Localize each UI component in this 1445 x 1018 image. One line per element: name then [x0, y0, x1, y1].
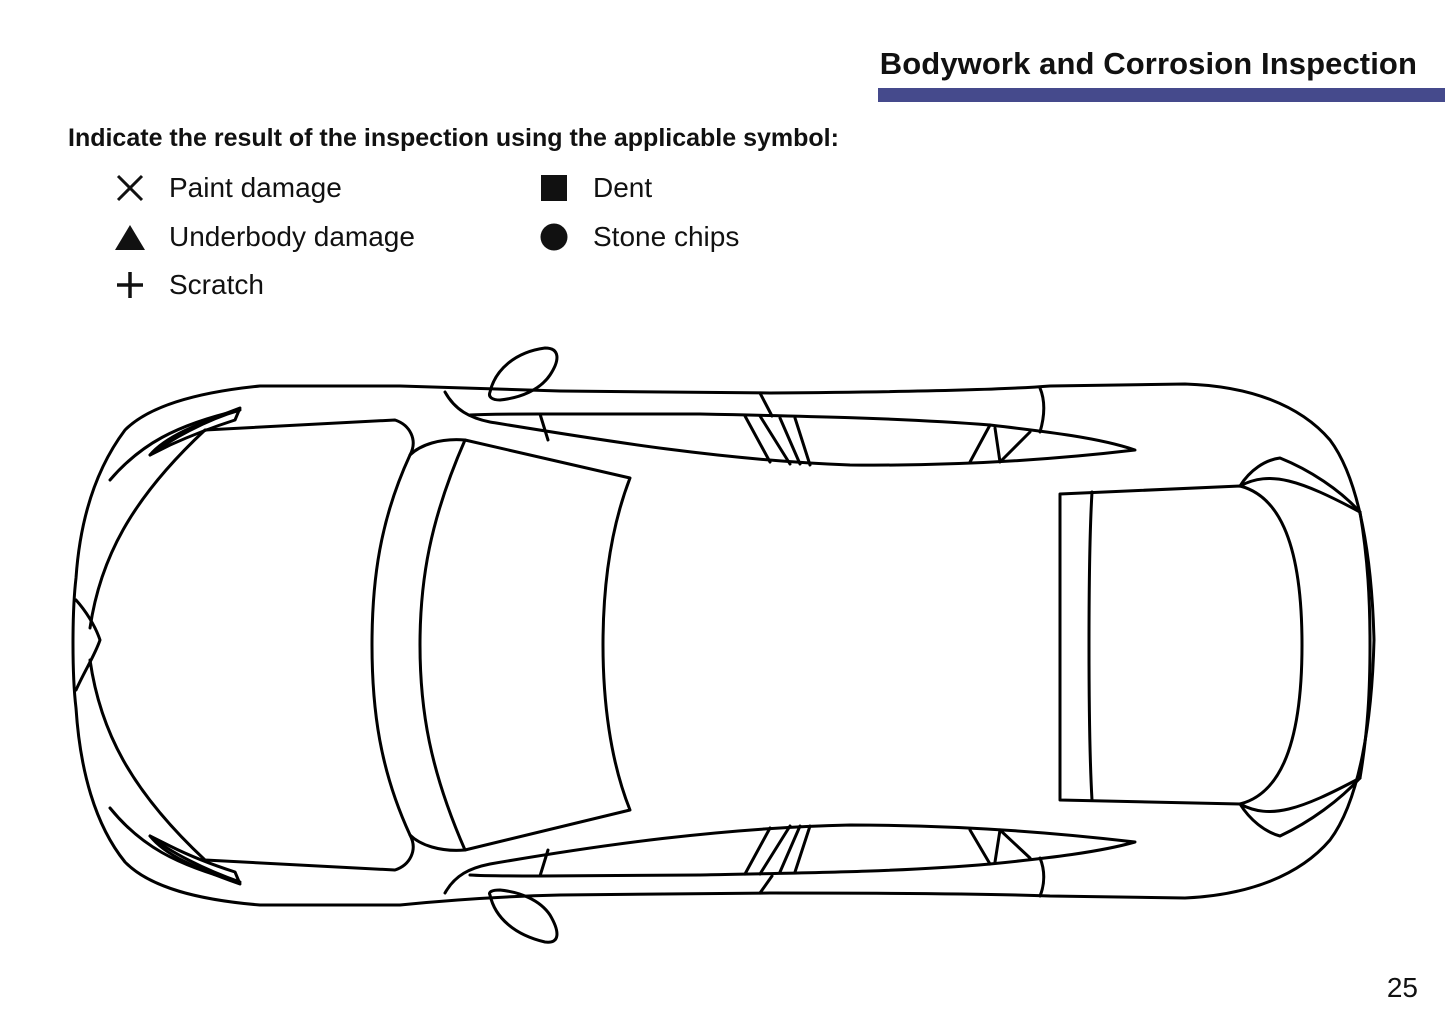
legend-label: Underbody damage	[169, 221, 415, 252]
roof-rail-top	[443, 390, 1137, 467]
mirror-top	[488, 346, 559, 402]
window-bottom-front	[538, 824, 812, 878]
legend-item-scratch: Scratch	[108, 265, 264, 305]
hood-outline	[88, 418, 415, 872]
window-top-rear	[968, 423, 1032, 464]
headlight-right	[148, 834, 242, 886]
front-bumper-upper	[108, 408, 242, 482]
a-pillar-frame	[408, 438, 467, 852]
legend-item-stone-chips: Stone chips	[532, 217, 739, 257]
legend-label: Scratch	[169, 269, 264, 300]
door-line-bottom	[758, 856, 1046, 898]
trunk-lid	[1087, 477, 1362, 813]
title-rule	[878, 88, 1445, 102]
window-top-front	[538, 412, 812, 467]
page-number: 25	[1386, 972, 1418, 1003]
headlight-left	[148, 406, 242, 457]
legend-item-underbody-damage: Underbody damage	[108, 217, 415, 257]
instruction-text: Indicate the result of the inspection us…	[68, 124, 839, 152]
legend-label: Stone chips	[593, 221, 740, 252]
legend-label: Paint damage	[169, 172, 342, 203]
front-bumper-lower	[108, 806, 242, 884]
plus-icon	[108, 265, 152, 305]
taillight-top	[1238, 456, 1362, 514]
window-bottom-rear	[968, 828, 1032, 866]
section-title: Bodywork and Corrosion Inspection	[879, 46, 1417, 81]
legend-label: Dent	[593, 172, 653, 203]
symbol-legend: Paint damage Underbody damage Scratch De…	[108, 168, 868, 313]
roof-rail-bottom	[443, 823, 1137, 895]
x-icon	[108, 168, 152, 208]
circle-icon	[532, 217, 576, 257]
square-icon	[532, 168, 576, 208]
legend-item-dent: Dent	[532, 168, 652, 208]
rear-bumper	[1358, 510, 1372, 780]
door-line-top	[758, 386, 1046, 434]
front-nose-line	[74, 598, 102, 692]
rear-window	[1058, 484, 1304, 806]
mirror-bottom	[488, 888, 559, 944]
windshield	[418, 438, 632, 852]
legend-item-paint-damage: Paint damage	[108, 168, 342, 208]
car-body-outline	[71, 382, 1376, 907]
car-diagram	[71, 346, 1376, 944]
triangle-icon	[108, 217, 152, 257]
taillight-bottom	[1238, 776, 1362, 838]
